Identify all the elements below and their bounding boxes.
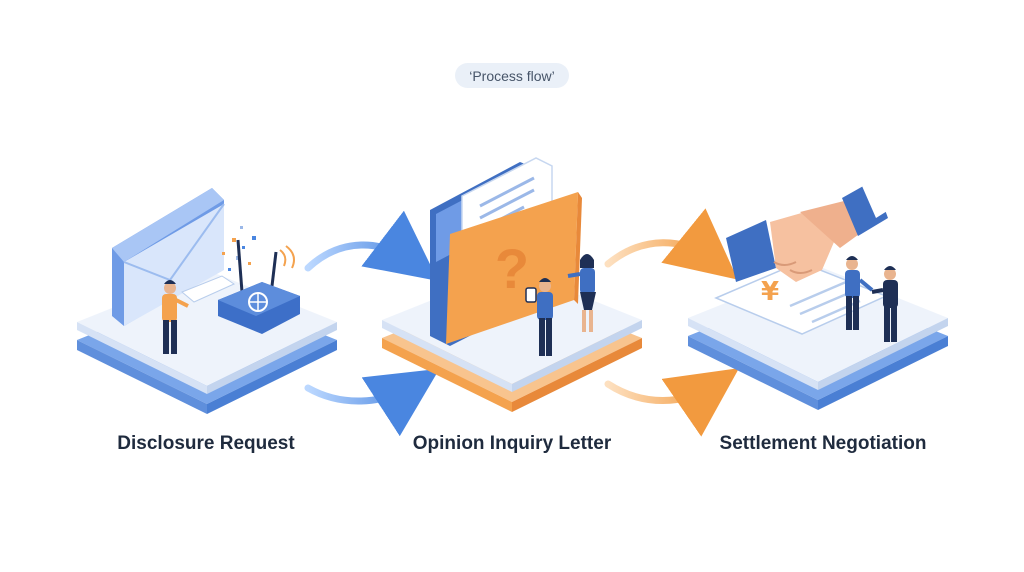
process-flow-pill-text: ‘Process flow’ xyxy=(469,67,555,84)
arrow-forward-orange-lower xyxy=(604,368,740,437)
person-icon xyxy=(525,278,553,356)
arrow-forward-blue xyxy=(304,210,439,281)
paper-sheet xyxy=(181,275,236,303)
contract-icon: ¥ xyxy=(714,261,888,335)
svg-text:¥: ¥ xyxy=(761,277,779,307)
person-icon xyxy=(162,280,189,354)
arrow-forward-blue-lower xyxy=(304,368,440,437)
handshake-icon xyxy=(726,176,892,282)
person-icon xyxy=(871,266,898,342)
step-label-disclosure-request: Disclosure Request xyxy=(117,433,295,454)
envelope-icon xyxy=(112,188,225,326)
process-flow-pill: ‘Process flow’ xyxy=(455,63,569,88)
person-icon xyxy=(567,254,596,332)
step-label-opinion-inquiry-letter: Opinion Inquiry Letter xyxy=(412,433,612,454)
question-mark-icon: ? xyxy=(495,237,529,300)
step-label-settlement-negotiation: Settlement Negotiation xyxy=(719,433,927,454)
arrow-forward-orange xyxy=(604,208,738,280)
router-icon xyxy=(218,239,300,334)
person-icon xyxy=(845,256,874,330)
